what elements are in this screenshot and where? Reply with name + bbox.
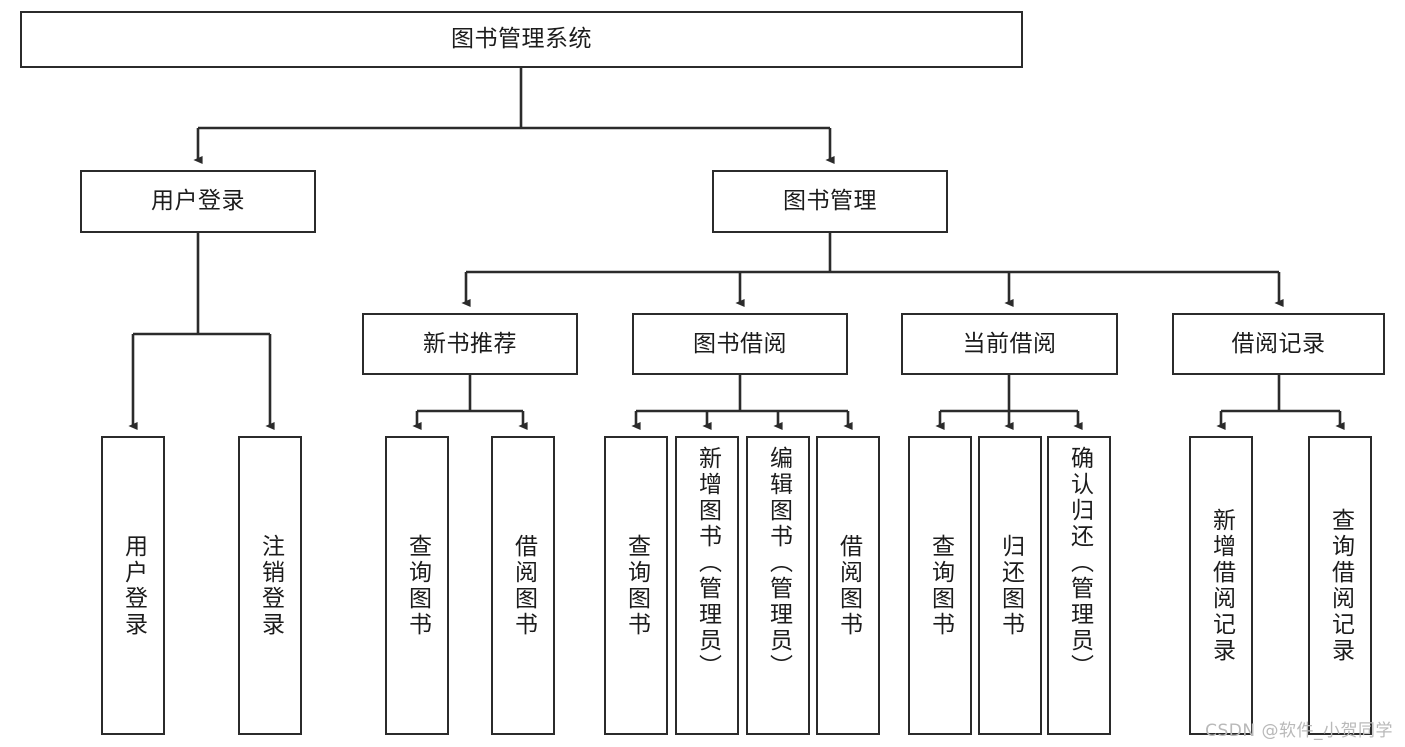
leaf-current-borrow-confirm-return-label: 确认归还（管理员） — [1066, 446, 1093, 680]
node-user-login[interactable]: 用户登录 — [80, 170, 316, 233]
node-new-book-recommend-label: 新书推荐 — [423, 330, 517, 357]
leaf-current-borrow-return[interactable]: 归还图书 — [978, 436, 1042, 735]
leaf-book-borrow-edit-label: 编辑图书（管理员） — [765, 446, 792, 680]
leaf-current-borrow-return-label: 归还图书 — [997, 533, 1024, 638]
node-book-borrow-label: 图书借阅 — [693, 330, 787, 357]
leaf-user-login-login[interactable]: 用户登录 — [101, 436, 165, 735]
leaf-book-borrow-query[interactable]: 查询图书 — [604, 436, 668, 735]
leaf-book-borrow-borrow-label: 借阅图书 — [835, 533, 862, 638]
node-book-borrow[interactable]: 图书借阅 — [632, 313, 848, 375]
leaf-borrow-record-add-label: 新增借阅记录 — [1208, 507, 1235, 664]
node-borrow-record-label: 借阅记录 — [1231, 330, 1326, 357]
node-current-borrow[interactable]: 当前借阅 — [901, 313, 1118, 375]
leaf-new-book-query[interactable]: 查询图书 — [385, 436, 449, 735]
leaf-book-borrow-add-label: 新增图书（管理员） — [694, 446, 721, 680]
node-root-label: 图书管理系统 — [451, 26, 592, 53]
node-borrow-record[interactable]: 借阅记录 — [1172, 313, 1385, 375]
leaf-borrow-record-query-label: 查询借阅记录 — [1327, 507, 1354, 664]
node-book-management-label: 图书管理 — [783, 188, 877, 215]
leaf-new-book-query-label: 查询图书 — [404, 533, 431, 638]
node-book-management[interactable]: 图书管理 — [712, 170, 948, 233]
node-current-borrow-label: 当前借阅 — [962, 330, 1057, 357]
node-root[interactable]: 图书管理系统 — [20, 11, 1023, 68]
leaf-borrow-record-add[interactable]: 新增借阅记录 — [1189, 436, 1253, 735]
leaf-book-borrow-edit[interactable]: 编辑图书（管理员） — [746, 436, 810, 735]
leaf-current-borrow-query-label: 查询图书 — [927, 533, 954, 638]
leaf-current-borrow-query[interactable]: 查询图书 — [908, 436, 972, 735]
leaf-book-borrow-add[interactable]: 新增图书（管理员） — [675, 436, 739, 735]
leaf-book-borrow-query-label: 查询图书 — [623, 533, 650, 638]
node-user-login-label: 用户登录 — [151, 188, 245, 215]
leaf-current-borrow-confirm-return[interactable]: 确认归还（管理员） — [1047, 436, 1111, 735]
leaf-borrow-record-query[interactable]: 查询借阅记录 — [1308, 436, 1372, 735]
node-new-book-recommend[interactable]: 新书推荐 — [362, 313, 578, 375]
leaf-new-book-borrow-label: 借阅图书 — [510, 533, 537, 638]
leaf-user-login-logout-label: 注销登录 — [257, 533, 284, 638]
watermark-text: CSDN @软件_小贺同学 — [1205, 721, 1393, 741]
leaf-user-login-logout[interactable]: 注销登录 — [238, 436, 302, 735]
leaf-user-login-login-label: 用户登录 — [120, 533, 147, 638]
leaf-new-book-borrow[interactable]: 借阅图书 — [491, 436, 555, 735]
leaf-book-borrow-borrow[interactable]: 借阅图书 — [816, 436, 880, 735]
